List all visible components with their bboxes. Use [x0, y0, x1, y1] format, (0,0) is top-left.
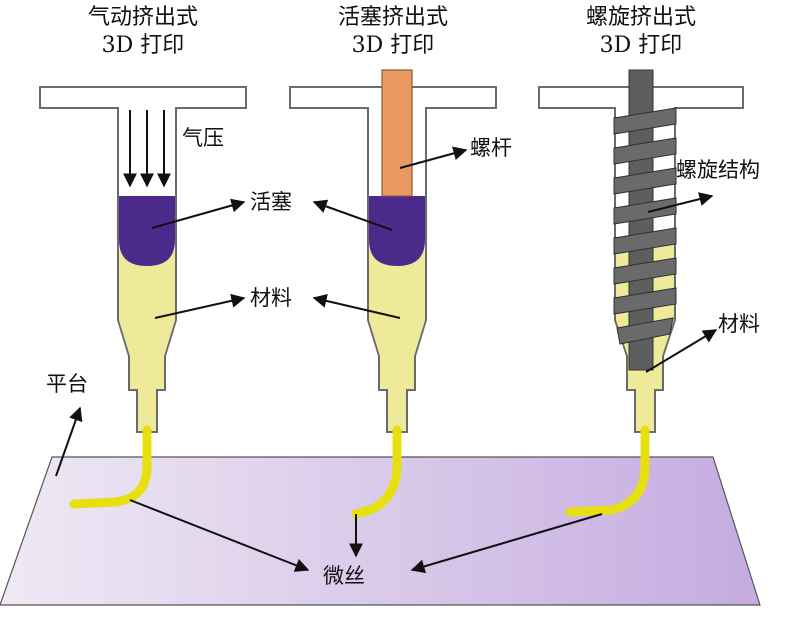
label-material-center: 材料 — [250, 286, 292, 310]
title-screw-line1: 螺旋挤出式 — [585, 5, 696, 30]
title-pneumatic: 气动挤出式 3D 打印 — [43, 4, 243, 59]
label-platform: 平台 — [46, 372, 88, 396]
title-screw: 螺旋挤出式 3D 打印 — [541, 4, 741, 59]
material-fill-2 — [369, 250, 425, 431]
pointer-arrows — [55, 146, 718, 574]
label-screw-rod: 螺杆 — [470, 136, 512, 160]
label-screw-structure: 螺旋结构 — [676, 158, 760, 182]
build-platform — [0, 456, 761, 606]
title-pneumatic-line2: 3D 打印 — [101, 32, 185, 58]
piston-1 — [119, 196, 175, 266]
screw-rod — [381, 69, 413, 197]
title-screw-line2: 3D 打印 — [599, 32, 683, 58]
screw-flights — [613, 107, 677, 345]
title-piston: 活塞挤出式 3D 打印 — [293, 4, 493, 59]
title-piston-line2: 3D 打印 — [351, 32, 435, 58]
filament-3 — [565, 425, 650, 517]
material-fill-1 — [119, 250, 175, 431]
filament-1 — [69, 425, 152, 509]
label-air-pressure: 气压 — [182, 126, 224, 150]
title-piston-line1: 活塞挤出式 — [337, 5, 448, 30]
label-microfilament: 微丝 — [323, 564, 365, 588]
label-material-screw: 材料 — [718, 312, 760, 336]
piston-2 — [369, 196, 425, 266]
screw-syringe — [538, 69, 744, 517]
title-pneumatic-line1: 气动挤出式 — [87, 5, 198, 30]
piston-syringe — [289, 69, 497, 519]
pneumatic-syringe — [39, 86, 247, 509]
filament-2 — [351, 425, 402, 519]
label-piston: 活塞 — [250, 190, 292, 214]
